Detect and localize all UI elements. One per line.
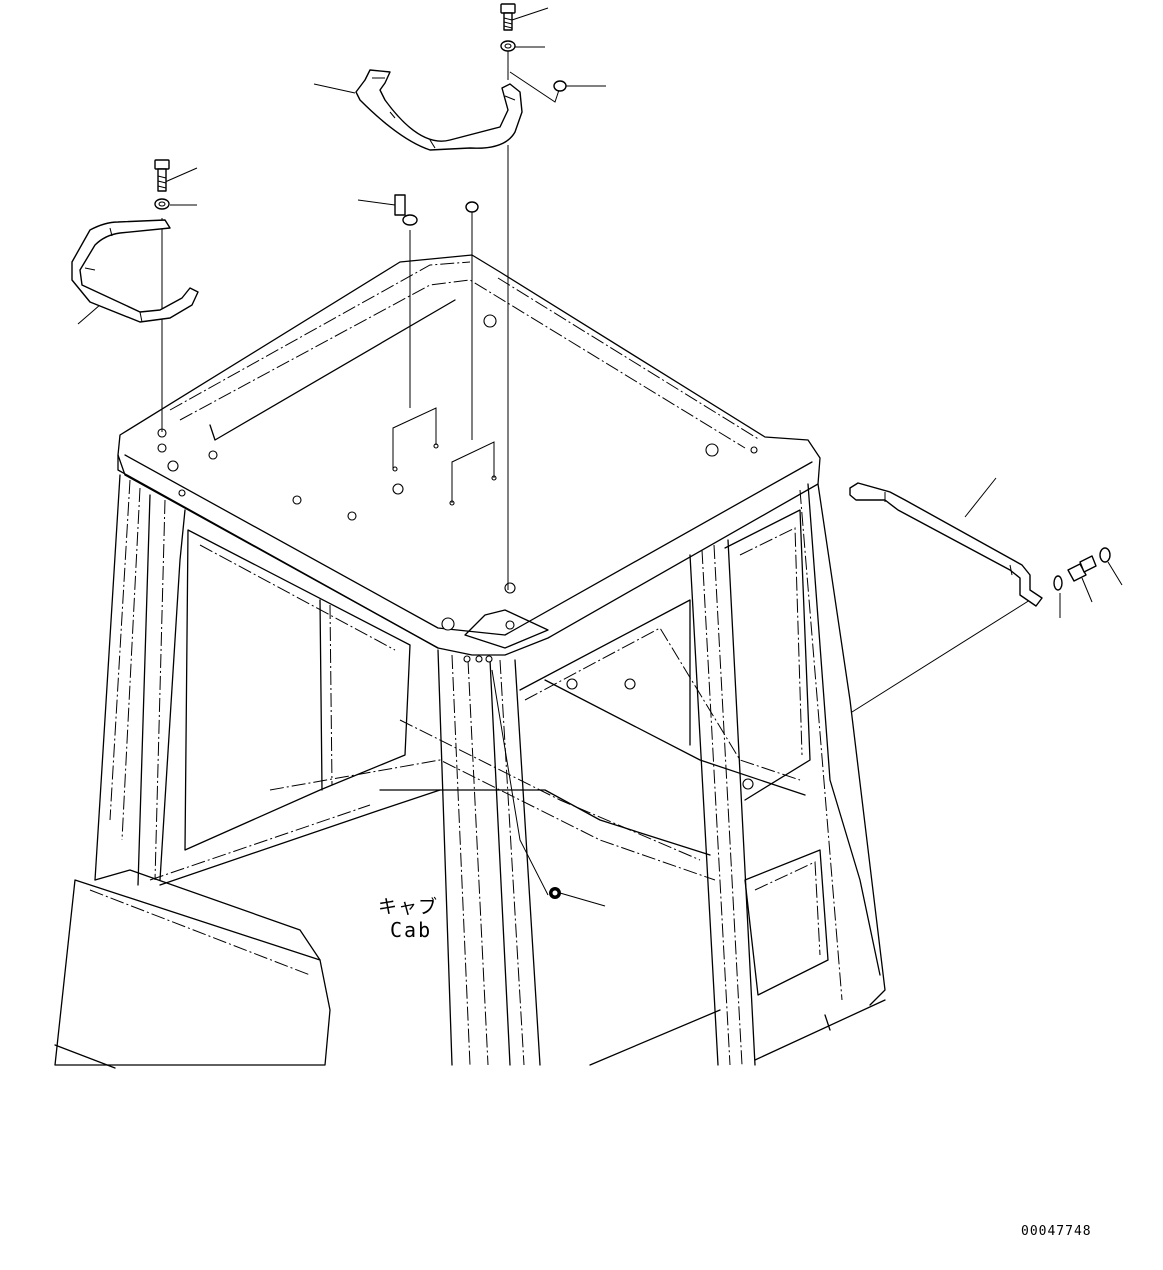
- washer-icon: [500, 40, 516, 52]
- washer-icon: [1053, 547, 1111, 591]
- handrail-right-icon: [849, 482, 1043, 607]
- assembly-label-jp: キャブ: [378, 896, 439, 918]
- plug-icon: [549, 887, 561, 899]
- bolt-icon: [1067, 555, 1097, 582]
- assembly-label-en: Cab: [390, 918, 433, 942]
- bolt-icon: [154, 159, 170, 192]
- cap-icon: [394, 80, 567, 226]
- leader-lines: [77, 7, 1123, 907]
- bolt-icon: [500, 3, 516, 31]
- handrail-left-icon: [71, 219, 199, 323]
- washer-icon: [154, 198, 170, 210]
- drawing-number: 00047748: [1021, 1224, 1092, 1239]
- handrail-top-icon: [355, 69, 523, 151]
- cab-structure: [54, 254, 886, 1069]
